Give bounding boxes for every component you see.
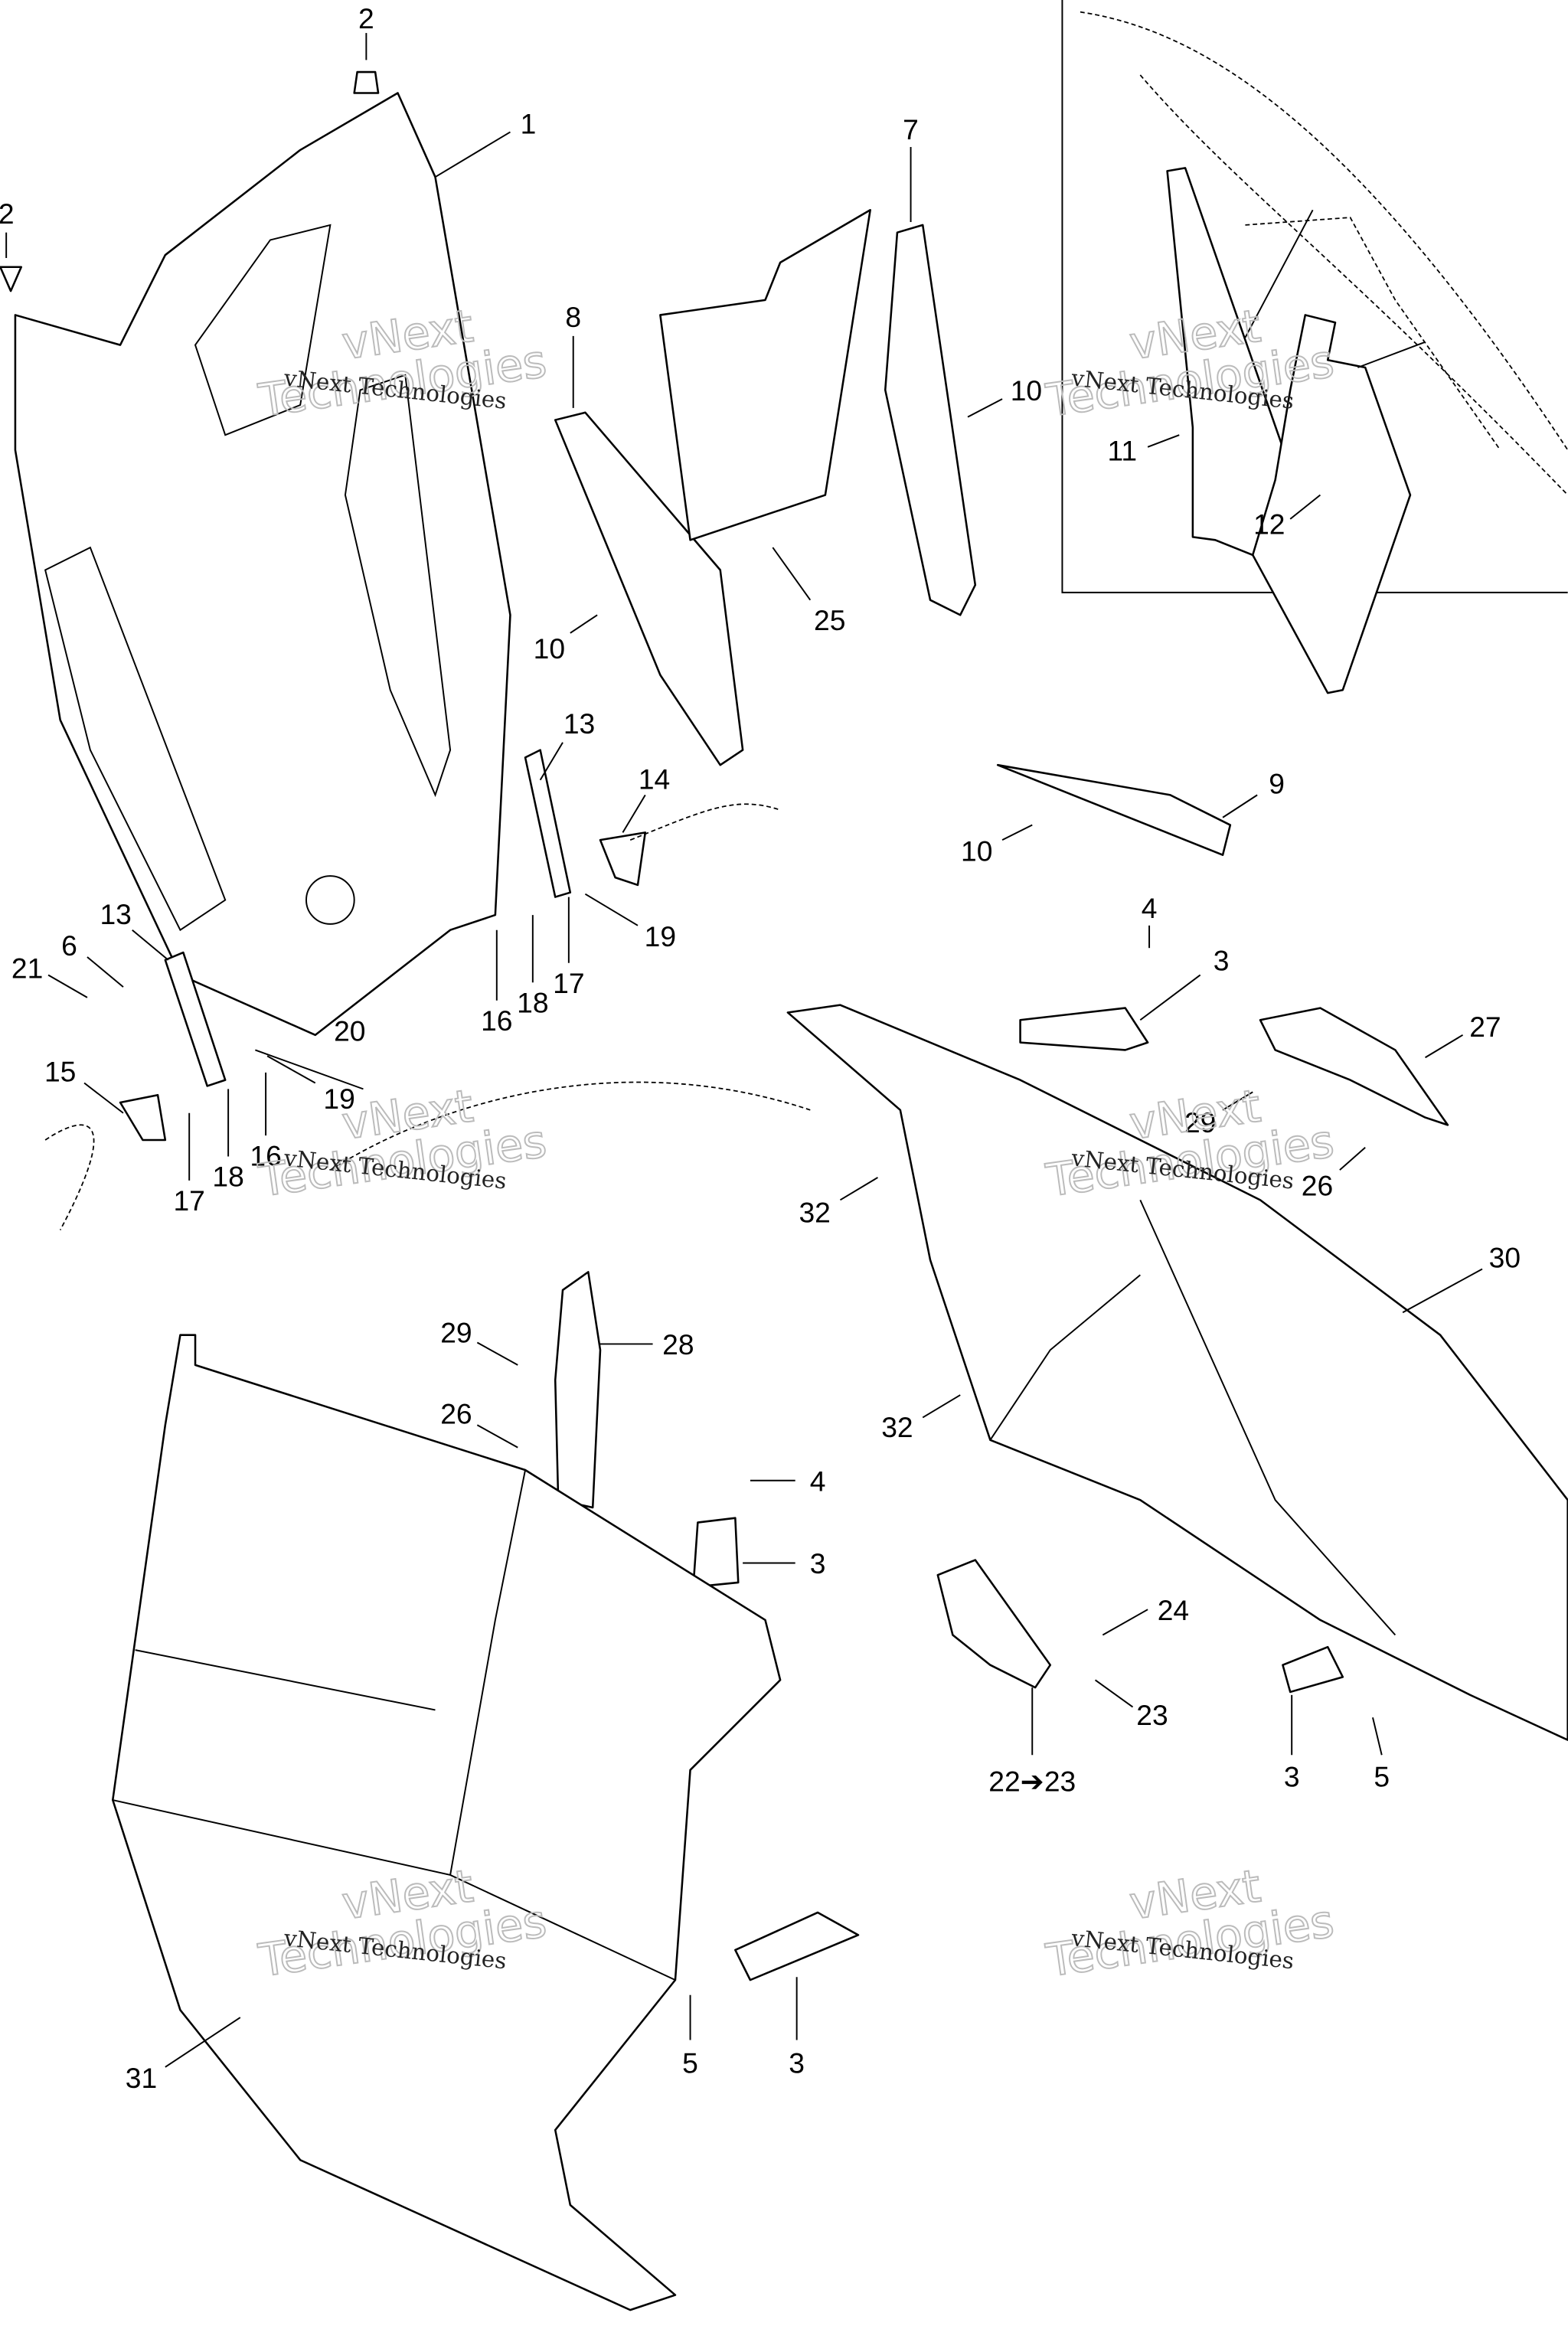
- callout: 10: [534, 632, 565, 665]
- callout: 3: [810, 1547, 826, 1579]
- callout: 17: [173, 1184, 204, 1217]
- callout: 17: [553, 967, 584, 999]
- callout: 10: [961, 835, 992, 867]
- callout: 5: [1374, 1760, 1390, 1792]
- watermark: vNext Technologies vNext Technologies: [1042, 1858, 1338, 1988]
- inset-frame: [1061, 0, 1568, 593]
- part-3-handle-right: [1282, 1645, 1344, 1694]
- callout: 29: [440, 1316, 472, 1348]
- callout: 29: [1184, 1106, 1216, 1138]
- callout: 16: [250, 1139, 281, 1171]
- inset-hood-dashed: [1080, 11, 1568, 496]
- part-22-bracket: [936, 1559, 1052, 1689]
- callout-labels: 2 1 2 7 8 10 10 25 11 12 13 14 9 10 13 6…: [0, 2, 1521, 2094]
- part-31-lower-side-panel: [111, 1334, 782, 2311]
- part-25-foam-panel: [659, 209, 871, 541]
- callout: 26: [1302, 1169, 1333, 1201]
- callout: 24: [1158, 1594, 1189, 1626]
- part-13-bracket-lower: [164, 951, 227, 1087]
- callout: 2: [0, 198, 15, 230]
- callout: 31: [126, 2062, 157, 2094]
- callout: 10: [1011, 374, 1042, 407]
- callout: 19: [645, 920, 676, 952]
- watermark: vNext Technologies vNext Technologies: [254, 1079, 550, 1208]
- part-2-rivet: [0, 266, 23, 292]
- part-15-bracket: [119, 1093, 167, 1142]
- part-2-clip: [353, 70, 380, 94]
- callout: 11: [1107, 434, 1137, 466]
- callout: 13: [564, 707, 595, 740]
- callout: 19: [323, 1083, 354, 1115]
- callout: 7: [903, 113, 919, 145]
- part-28-trim: [554, 1271, 602, 1509]
- part-3-handle-bottom: [734, 1911, 860, 1981]
- part-12-panel: [1251, 314, 1412, 694]
- callout: 13: [100, 898, 131, 930]
- callout: 23: [1136, 1699, 1168, 1731]
- callout: 5: [682, 2047, 698, 2079]
- callout: 18: [212, 1161, 243, 1193]
- callout: 3: [1214, 945, 1230, 977]
- callout: 4: [810, 1465, 826, 1497]
- callout: 32: [881, 1411, 913, 1443]
- part-13-bracket: [524, 749, 572, 898]
- callout: 22➔23: [988, 1765, 1076, 1797]
- part-3-handle-mid: [692, 1517, 740, 1589]
- part-9-trim: [996, 763, 1232, 857]
- part-14-bracket: [599, 831, 647, 887]
- callout: 32: [799, 1197, 830, 1229]
- callout: 8: [565, 301, 581, 333]
- callout: 18: [517, 986, 548, 1018]
- part-7-vent-frame: [884, 224, 977, 616]
- callout: 3: [789, 2047, 805, 2079]
- part-1-front-hood: [14, 92, 511, 1037]
- callout: 4: [1142, 892, 1158, 924]
- part-3-handle-top: [1019, 1007, 1149, 1051]
- leader-lines: [5, 33, 1483, 2068]
- callout: 14: [639, 763, 670, 795]
- part-27-trim: [1259, 1007, 1449, 1126]
- callout: 26: [440, 1397, 472, 1429]
- part-30-side-panel: [786, 1004, 1568, 1741]
- callout: 3: [1284, 1760, 1300, 1792]
- callout: 15: [44, 1056, 76, 1088]
- callout: 25: [814, 604, 845, 636]
- callout: 1: [521, 107, 537, 139]
- callout: 28: [662, 1328, 694, 1361]
- callout: 27: [1469, 1011, 1501, 1043]
- callout: 6: [61, 929, 77, 962]
- callout: 12: [1253, 508, 1285, 540]
- part-8-vent-frame: [554, 411, 744, 766]
- callout: 2: [358, 2, 374, 34]
- callout: 20: [334, 1015, 365, 1047]
- callout: 9: [1269, 767, 1285, 799]
- callout: 21: [11, 952, 43, 984]
- callout: 16: [481, 1004, 512, 1037]
- callout: 30: [1489, 1242, 1521, 1274]
